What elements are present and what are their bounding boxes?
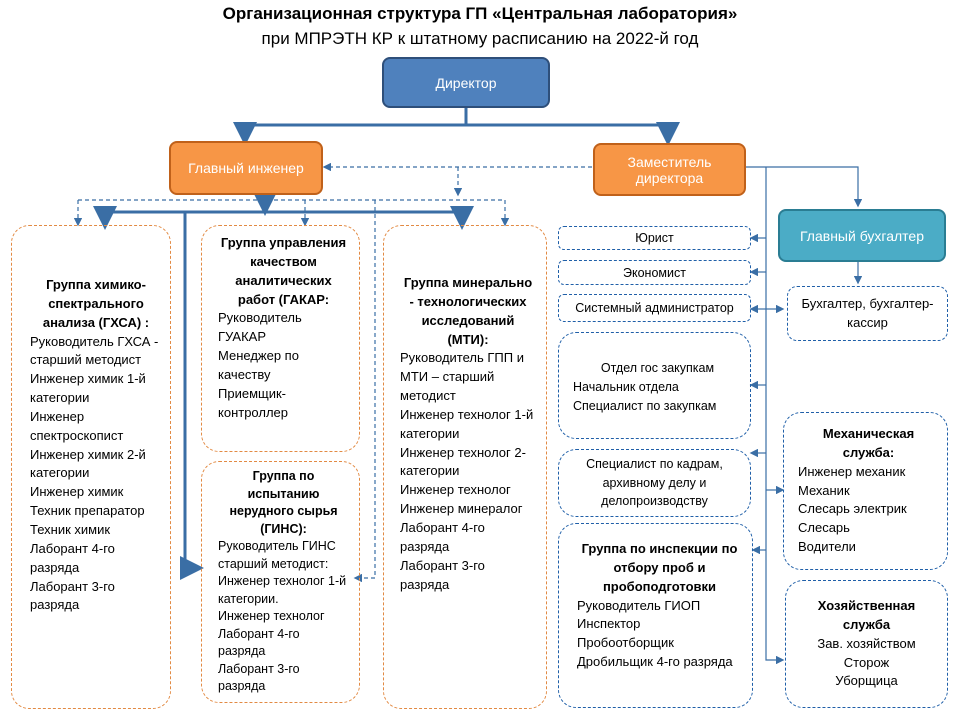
gxsa-item: Инженер химик 2-й категории (30, 446, 146, 481)
accountant-label: Бухгалтер, бухгалтер-кассир (801, 295, 934, 330)
deputy-director-label: Заместитель директора (627, 153, 712, 186)
chief-engineer-box[interactable]: Главный инженер (169, 141, 323, 195)
gxsa-item: Инженер химик 1-й категории (30, 371, 146, 406)
mti-item: Инженер технолог 2-категории (400, 444, 526, 479)
household-item: Зав. хозяйством (817, 635, 916, 651)
gakar-item: Менеджер по качеству (218, 348, 299, 382)
gins-item: Инженер технолог (218, 609, 325, 623)
mti-group[interactable]: Группа минерально - технологических иссл… (383, 225, 547, 709)
gxsa-item: Техник химик (30, 521, 111, 537)
gxsa-heading: Группа химико-спектрального анализа (ГХС… (42, 277, 150, 330)
gxsa-item: Техник препаратор (30, 503, 145, 519)
household-heading: Хозяйственная служба (817, 598, 916, 632)
deputy-director-box[interactable]: Заместитель директора (593, 143, 746, 196)
gins-group[interactable]: Группа по испытанию нерудного сырья (ГИН… (201, 461, 360, 703)
chief-accountant-box[interactable]: Главный бухгалтер (778, 209, 946, 262)
mti-item: Руководитель ГПП и МТИ – старший методис… (400, 350, 524, 404)
accountant-box[interactable]: Бухгалтер, бухгалтер-кассир (787, 286, 948, 341)
gakar-item: Руководитель ГУАКАР (218, 310, 302, 345)
household-item: Уборщица (835, 673, 898, 689)
mti-heading: Группа минерально - технологических иссл… (403, 275, 533, 347)
director-box[interactable]: Директор (382, 57, 550, 108)
giop-item: Руководитель ГИОП (577, 597, 701, 613)
mechanical-item: Водители (798, 539, 856, 555)
giop-group[interactable]: Группа по инспекции по отбору проб и про… (558, 523, 753, 708)
mechanical-item: Слесарь электрик (798, 501, 907, 517)
gins-heading: Группа по испытанию нерудного сырья (ГИН… (229, 469, 338, 536)
gins-item: Лаборант 3-го разряда (218, 661, 300, 694)
mti-item: Инженер минералог (400, 501, 523, 517)
procurement-item: Отдел гос закупкам (600, 361, 715, 375)
economist-box[interactable]: Экономист (558, 260, 751, 285)
giop-item: Пробоотборщик (577, 635, 674, 651)
giop-heading: Группа по инспекции по отбору проб и про… (581, 541, 738, 594)
chief-engineer-label: Главный инженер (188, 160, 304, 176)
gins-item: Руководитель ГИНС старший методист: (218, 539, 336, 571)
gakar-item: Приемщик-контроллер (218, 385, 289, 420)
procurement-box[interactable]: Отдел гос закупкам Начальник отдела Спец… (558, 332, 751, 439)
procurement-item: Начальник отдела (573, 379, 679, 394)
giop-item: Инспектор (577, 616, 641, 632)
gakar-heading: Группа управления качеством аналитически… (220, 235, 347, 307)
mti-item: Инженер технолог 1-й категории (400, 406, 534, 441)
gxsa-item: Инженер спектроскопист (30, 408, 124, 443)
mti-item: Лаборант 4-го разряда (400, 519, 485, 554)
household-item: Сторож (843, 654, 890, 670)
chief-accountant-label: Главный бухгалтер (800, 227, 924, 244)
procurement-item: Специалист по закупкам (573, 398, 717, 413)
gins-item: Лаборант 4-го разряда (218, 626, 300, 659)
giop-item: Дробильщик 4-го разряда (577, 654, 733, 670)
mechanical-item: Слесарь (798, 520, 850, 536)
gxsa-item: Лаборант 4-го разряда (30, 540, 115, 575)
household-group[interactable]: Хозяйственная служба Зав. хозяйством Сто… (785, 580, 948, 708)
hr-label: Специалист по кадрам, архивному делу и д… (586, 456, 723, 509)
gins-item: Инженер технолог 1-й категории. (218, 574, 347, 606)
mechanical-item: Инженер механик (798, 463, 906, 479)
gxsa-group[interactable]: Группа химико-спектрального анализа (ГХС… (11, 225, 171, 709)
mechanical-group[interactable]: Механическая служба: Инженер механик Мех… (783, 412, 948, 570)
mti-item: Лаборант 3-го разряда (400, 557, 485, 592)
chart-title: Организационная структура ГП «Центральна… (222, 4, 738, 23)
mechanical-heading: Механическая служба: (822, 426, 915, 460)
chart-subtitle: при МПРЭТН КР к штатному расписанию на 2… (261, 29, 699, 48)
director-label: Директор (435, 74, 497, 91)
mechanical-item: Механик (798, 482, 850, 498)
hr-box[interactable]: Специалист по кадрам, архивному делу и д… (558, 449, 751, 517)
gxsa-item: Руководитель ГХСА - старший методист (30, 333, 159, 368)
gxsa-item: Лаборант 3-го разряда (30, 578, 115, 613)
sysadmin-box[interactable]: Системный администратор (558, 294, 751, 322)
sysadmin-label: Системный администратор (575, 301, 734, 315)
lawyer-label: Юрист (635, 231, 674, 245)
mti-item: Инженер технолог (400, 482, 511, 498)
lawyer-box[interactable]: Юрист (558, 226, 751, 250)
gxsa-item: Инженер химик (30, 484, 124, 500)
gakar-group[interactable]: Группа управления качеством аналитически… (201, 225, 360, 452)
economist-label: Экономист (623, 265, 686, 280)
